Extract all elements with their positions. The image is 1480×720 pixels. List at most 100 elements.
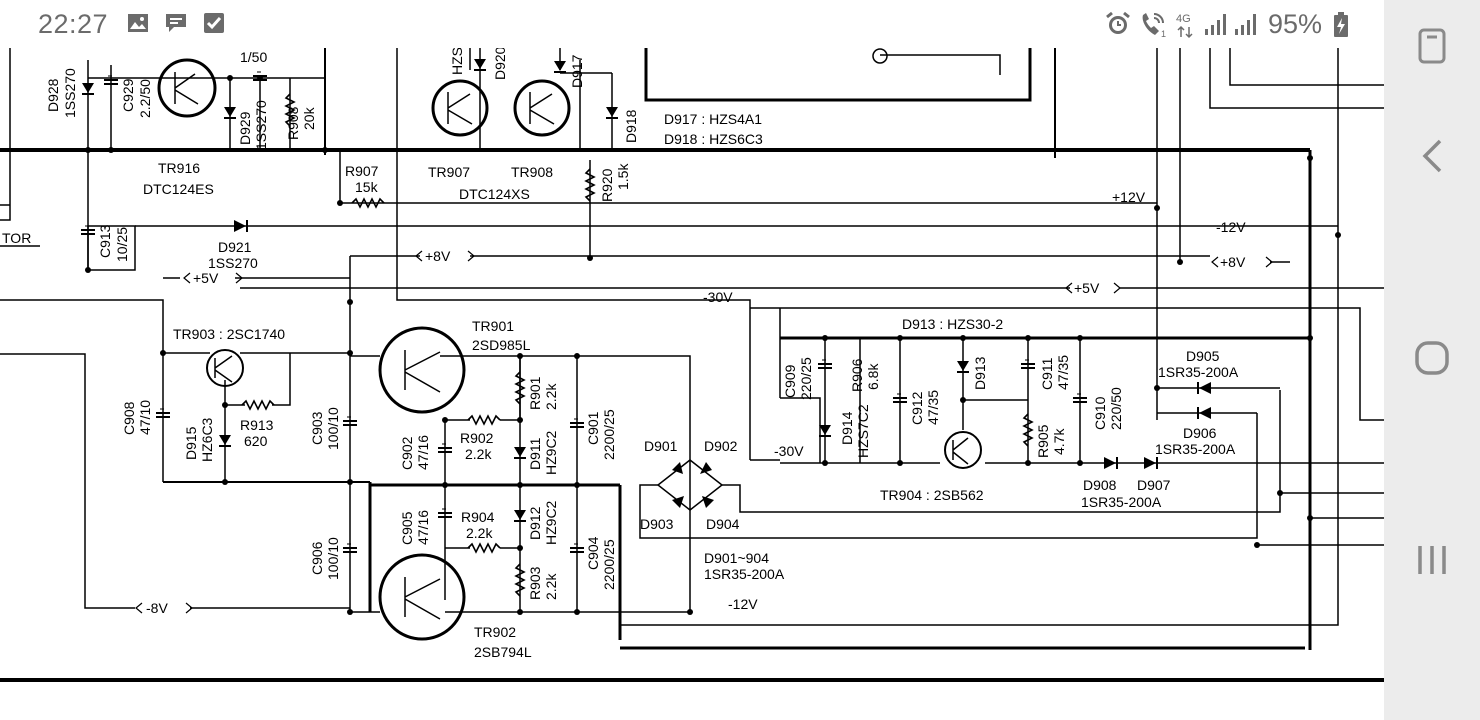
- d907-label: D907: [1137, 477, 1171, 493]
- tr916-type: DTC124ES: [143, 181, 214, 197]
- d912-value: HZ9C2: [543, 500, 559, 545]
- r908-label: R908: [285, 106, 301, 140]
- c912-label: C912: [909, 391, 925, 425]
- hzs-label: HZS: [449, 48, 465, 75]
- r906-value: 6.8k: [865, 363, 881, 390]
- d911-label: D911: [527, 437, 543, 470]
- r905-value: 4.7k: [1051, 428, 1067, 455]
- r913-label: R913: [240, 417, 274, 433]
- menu-button[interactable]: [1402, 530, 1462, 590]
- d907-908-type: 1SR35-200A: [1081, 494, 1162, 510]
- minus12v-label-bottom: -12V: [728, 596, 758, 612]
- tr908-label: TR908: [511, 164, 553, 180]
- r906-label: R906: [849, 358, 865, 392]
- d917-spec: D917 : HZS4A1: [664, 111, 762, 127]
- d917-label: D917: [569, 54, 585, 88]
- tr907-908-type: DTC124XS: [459, 186, 530, 202]
- r905-label: R905: [1035, 424, 1051, 458]
- r908-value: 20k: [301, 106, 317, 130]
- d914-label: D914: [839, 411, 855, 445]
- plus8v-label: +8V: [425, 248, 451, 264]
- schematic-diagram: D928 1SS270 C929 2.2/50 1/50 D929 1SS270…: [0, 48, 1384, 720]
- tr901-type: 2SD985L: [472, 337, 531, 353]
- r-1-50-label: 1/50: [240, 49, 267, 65]
- svg-text:4G: 4G: [1176, 13, 1191, 25]
- c903-value: 100/10: [325, 407, 341, 450]
- c906-value: 100/10: [325, 537, 341, 580]
- c906-label: C906: [309, 541, 325, 575]
- r907-value: 15k: [355, 179, 379, 195]
- tr907-label: TR907: [428, 164, 470, 180]
- c905-value: 47/16: [415, 510, 431, 545]
- r920-value: 1.5k: [615, 163, 631, 190]
- wifi-call-icon: 1: [1142, 13, 1166, 39]
- tr902-type: 2SB794L: [474, 644, 532, 660]
- tr903-symbol: [206, 349, 244, 387]
- tr907-symbol: [431, 79, 489, 137]
- home-icon: [1415, 341, 1449, 375]
- recent-apps-button[interactable]: [1402, 16, 1462, 76]
- c901-label: C901: [585, 411, 601, 445]
- d929-value: 1SS270: [253, 100, 269, 150]
- d906-label: D906: [1183, 425, 1217, 441]
- d905-type: 1SR35-200A: [1158, 364, 1239, 380]
- d904-label: D904: [706, 516, 740, 532]
- d912-label: D912: [527, 506, 543, 540]
- 4g-icon: 4G: [1176, 13, 1193, 39]
- r920-label: R920: [599, 168, 615, 202]
- c913-value: 10/25: [114, 227, 130, 262]
- c910-value: 220/50: [1108, 387, 1124, 430]
- status-bar: 22:27 1 4G 95%: [0, 0, 1384, 48]
- plus5v-label: +5V: [193, 270, 219, 286]
- d913-spec: D913 : HZS30-2: [902, 316, 1003, 332]
- c908-label: C908: [121, 401, 137, 435]
- minus8v-label: -8V: [146, 600, 168, 616]
- d903-label: D903: [640, 516, 674, 532]
- menu-lines-icon: [1418, 546, 1446, 574]
- c912-value: 47/35: [925, 390, 941, 425]
- r907-label: R907: [345, 163, 379, 179]
- d921-value: 1SS270: [208, 255, 258, 271]
- d928-value: 1SS270: [62, 68, 78, 118]
- signal-icon: [1205, 14, 1226, 35]
- c901-value: 2200/25: [601, 409, 617, 460]
- svg-text:1: 1: [1161, 29, 1166, 39]
- tr901-symbol: [378, 326, 466, 414]
- c909-value: 220/25: [798, 357, 814, 400]
- c913-label: C913: [97, 224, 113, 258]
- minus30v-label: -30V: [703, 289, 733, 305]
- tr901-label: TR901: [472, 318, 514, 334]
- r901-label: R901: [527, 376, 543, 410]
- alarm-icon: [1106, 11, 1130, 34]
- home-button[interactable]: [1402, 328, 1462, 388]
- battery-charging-icon: [1334, 12, 1348, 37]
- plus8v-label-right: +8V: [1220, 254, 1246, 270]
- tr904-label: TR904 : 2SB562: [880, 487, 984, 503]
- navigation-bar: [1384, 0, 1480, 720]
- d920-label: D920: [492, 48, 508, 80]
- minus12v-label: -12V: [1216, 219, 1246, 235]
- back-icon: [1422, 139, 1442, 173]
- c911-value: 47/35: [1055, 355, 1071, 390]
- battery-percent: 95%: [1268, 9, 1323, 39]
- tr902-symbol: [378, 553, 466, 641]
- c908-value: 47/10: [137, 400, 153, 435]
- d914-value: HZS7C2: [855, 404, 871, 458]
- checkbox-icon: [204, 13, 224, 33]
- d906-type: 1SR35-200A: [1155, 441, 1236, 457]
- back-button[interactable]: [1402, 126, 1462, 186]
- plus5v-label-right: +5V: [1074, 280, 1100, 296]
- d911-value: HZ9C2: [543, 430, 559, 475]
- d929-label: D929: [237, 111, 253, 145]
- d918-spec: D918 : HZS6C3: [664, 131, 763, 147]
- d913-label: D913: [972, 356, 988, 390]
- c905-label: C905: [399, 511, 415, 545]
- c909-label: C909: [782, 364, 798, 398]
- recent-apps-icon: [1418, 28, 1446, 64]
- tr904-symbol: [944, 431, 982, 469]
- c904-value: 2200/25: [601, 539, 617, 590]
- d928-label: D928: [45, 78, 61, 112]
- d902-label: D902: [704, 438, 738, 454]
- r904-label: R904: [461, 509, 495, 525]
- d901-label: D901: [644, 438, 678, 454]
